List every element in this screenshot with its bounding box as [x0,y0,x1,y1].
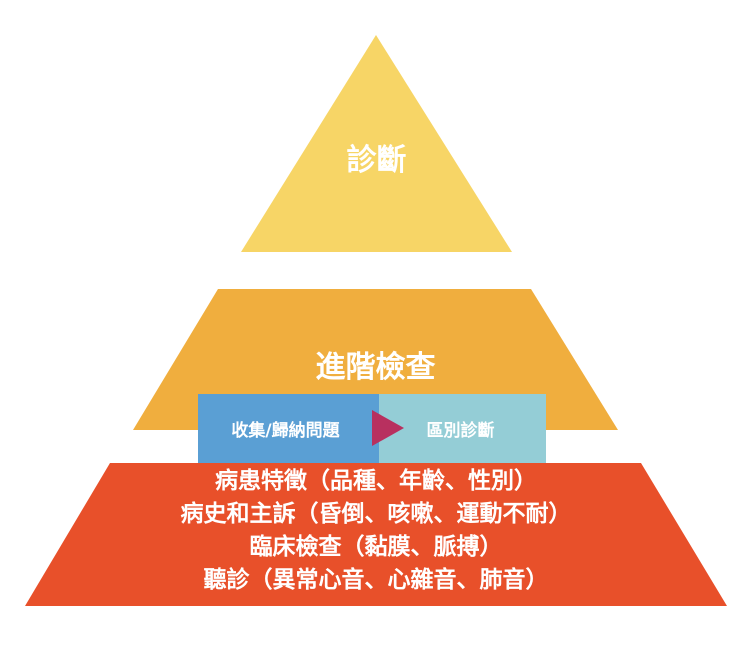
bottom-line: 病史和主訴（昏倒、咳嗽、運動不耐） [180,501,572,527]
pyramid-top-triangle [241,35,512,252]
collect-problems-label: 收集/歸納問題 [231,421,340,441]
bottom-line: 病患特徵（品種、年齡、性別） [215,468,537,494]
pyramid-bottom-trapezoid [25,463,727,606]
bottom-line: 臨床檢查（黏膜、脈搏） [249,534,503,560]
bottom-level-text: 病患特徵（品種、年齡、性別） 病史和主訴（昏倒、咳嗽、運動不耐） 臨床檢查（黏膜… [25,463,727,597]
middle-level-label: 進階檢查 [315,350,436,385]
bottom-line: 聽診（異常心音、心雜音、肺音） [203,567,549,593]
differential-diagnosis-box: 區別診斷 [379,394,546,463]
top-level-label: 診斷 [346,143,407,178]
differential-diagnosis-label: 區別診斷 [426,421,495,441]
collect-problems-box: 收集/歸納問題 [198,394,379,463]
